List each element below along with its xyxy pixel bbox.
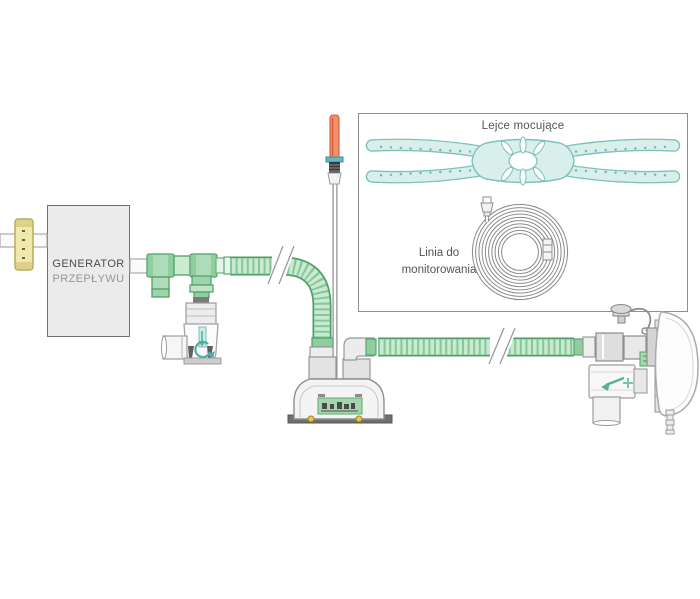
water-level-window: [317, 397, 363, 415]
patient-mask: [646, 311, 699, 435]
nebulizer: [161, 275, 222, 365]
orange-cap: [329, 114, 340, 160]
humidifier-chamber: [287, 337, 393, 424]
flow-generator-box: GENERATOR PRZEPŁYWU: [47, 205, 130, 337]
monitoring-line-label-line2: monitorowania: [401, 264, 477, 276]
inspiratory-hose-right: [378, 326, 596, 366]
monitoring-line-label: Linia do monitorowania: [379, 245, 499, 279]
screw-left: [307, 415, 315, 423]
exhalation-elbow: [588, 364, 648, 426]
inspiratory-hose-left: [223, 244, 336, 360]
headgear-label: Lejce mocujące: [481, 120, 565, 132]
t-connector-manifold: [129, 253, 229, 298]
monitoring-line-label-line1: Linia do: [418, 247, 460, 259]
heater-base-plate: [287, 414, 393, 424]
patient-valve: [595, 303, 657, 367]
hose-cut-gap: [266, 244, 297, 286]
screw-right: [355, 415, 363, 423]
pressure-line-with-cap: [325, 114, 344, 397]
mask-monitoring-stub: [665, 409, 675, 435]
accessories-panel: Lejce mocujące Linia do monitorowania: [358, 113, 688, 312]
hose-cut-gap: [487, 326, 518, 366]
oxygen-inlet-connector: [0, 218, 48, 271]
flow-generator-label-line2: PRZEPŁYWU: [52, 272, 125, 285]
flow-generator-label-line1: GENERATOR: [52, 257, 125, 270]
